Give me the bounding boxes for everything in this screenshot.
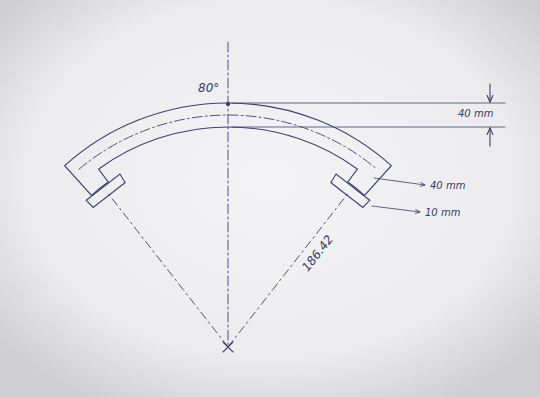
dimension-label: 40 mm [430,180,465,191]
center-mark [223,342,233,352]
bearing-plate [331,174,370,208]
axis-line [228,42,229,347]
extension-line [232,103,505,104]
dimension-arrow [489,128,490,146]
radius-line [228,194,347,347]
extension-line [232,127,505,128]
dimension-arrow [372,206,420,212]
bearing-plate [86,174,125,208]
dimension-arrow [489,84,490,102]
radius-label: 186.42 [300,233,336,274]
dimension-label: 40 mm [458,108,493,119]
axis-dot [226,102,229,105]
angle-label: 80° [198,82,219,95]
dimension-arrow [374,178,425,185]
dimension-label: 10 mm [425,207,460,218]
radius-line [109,194,228,347]
